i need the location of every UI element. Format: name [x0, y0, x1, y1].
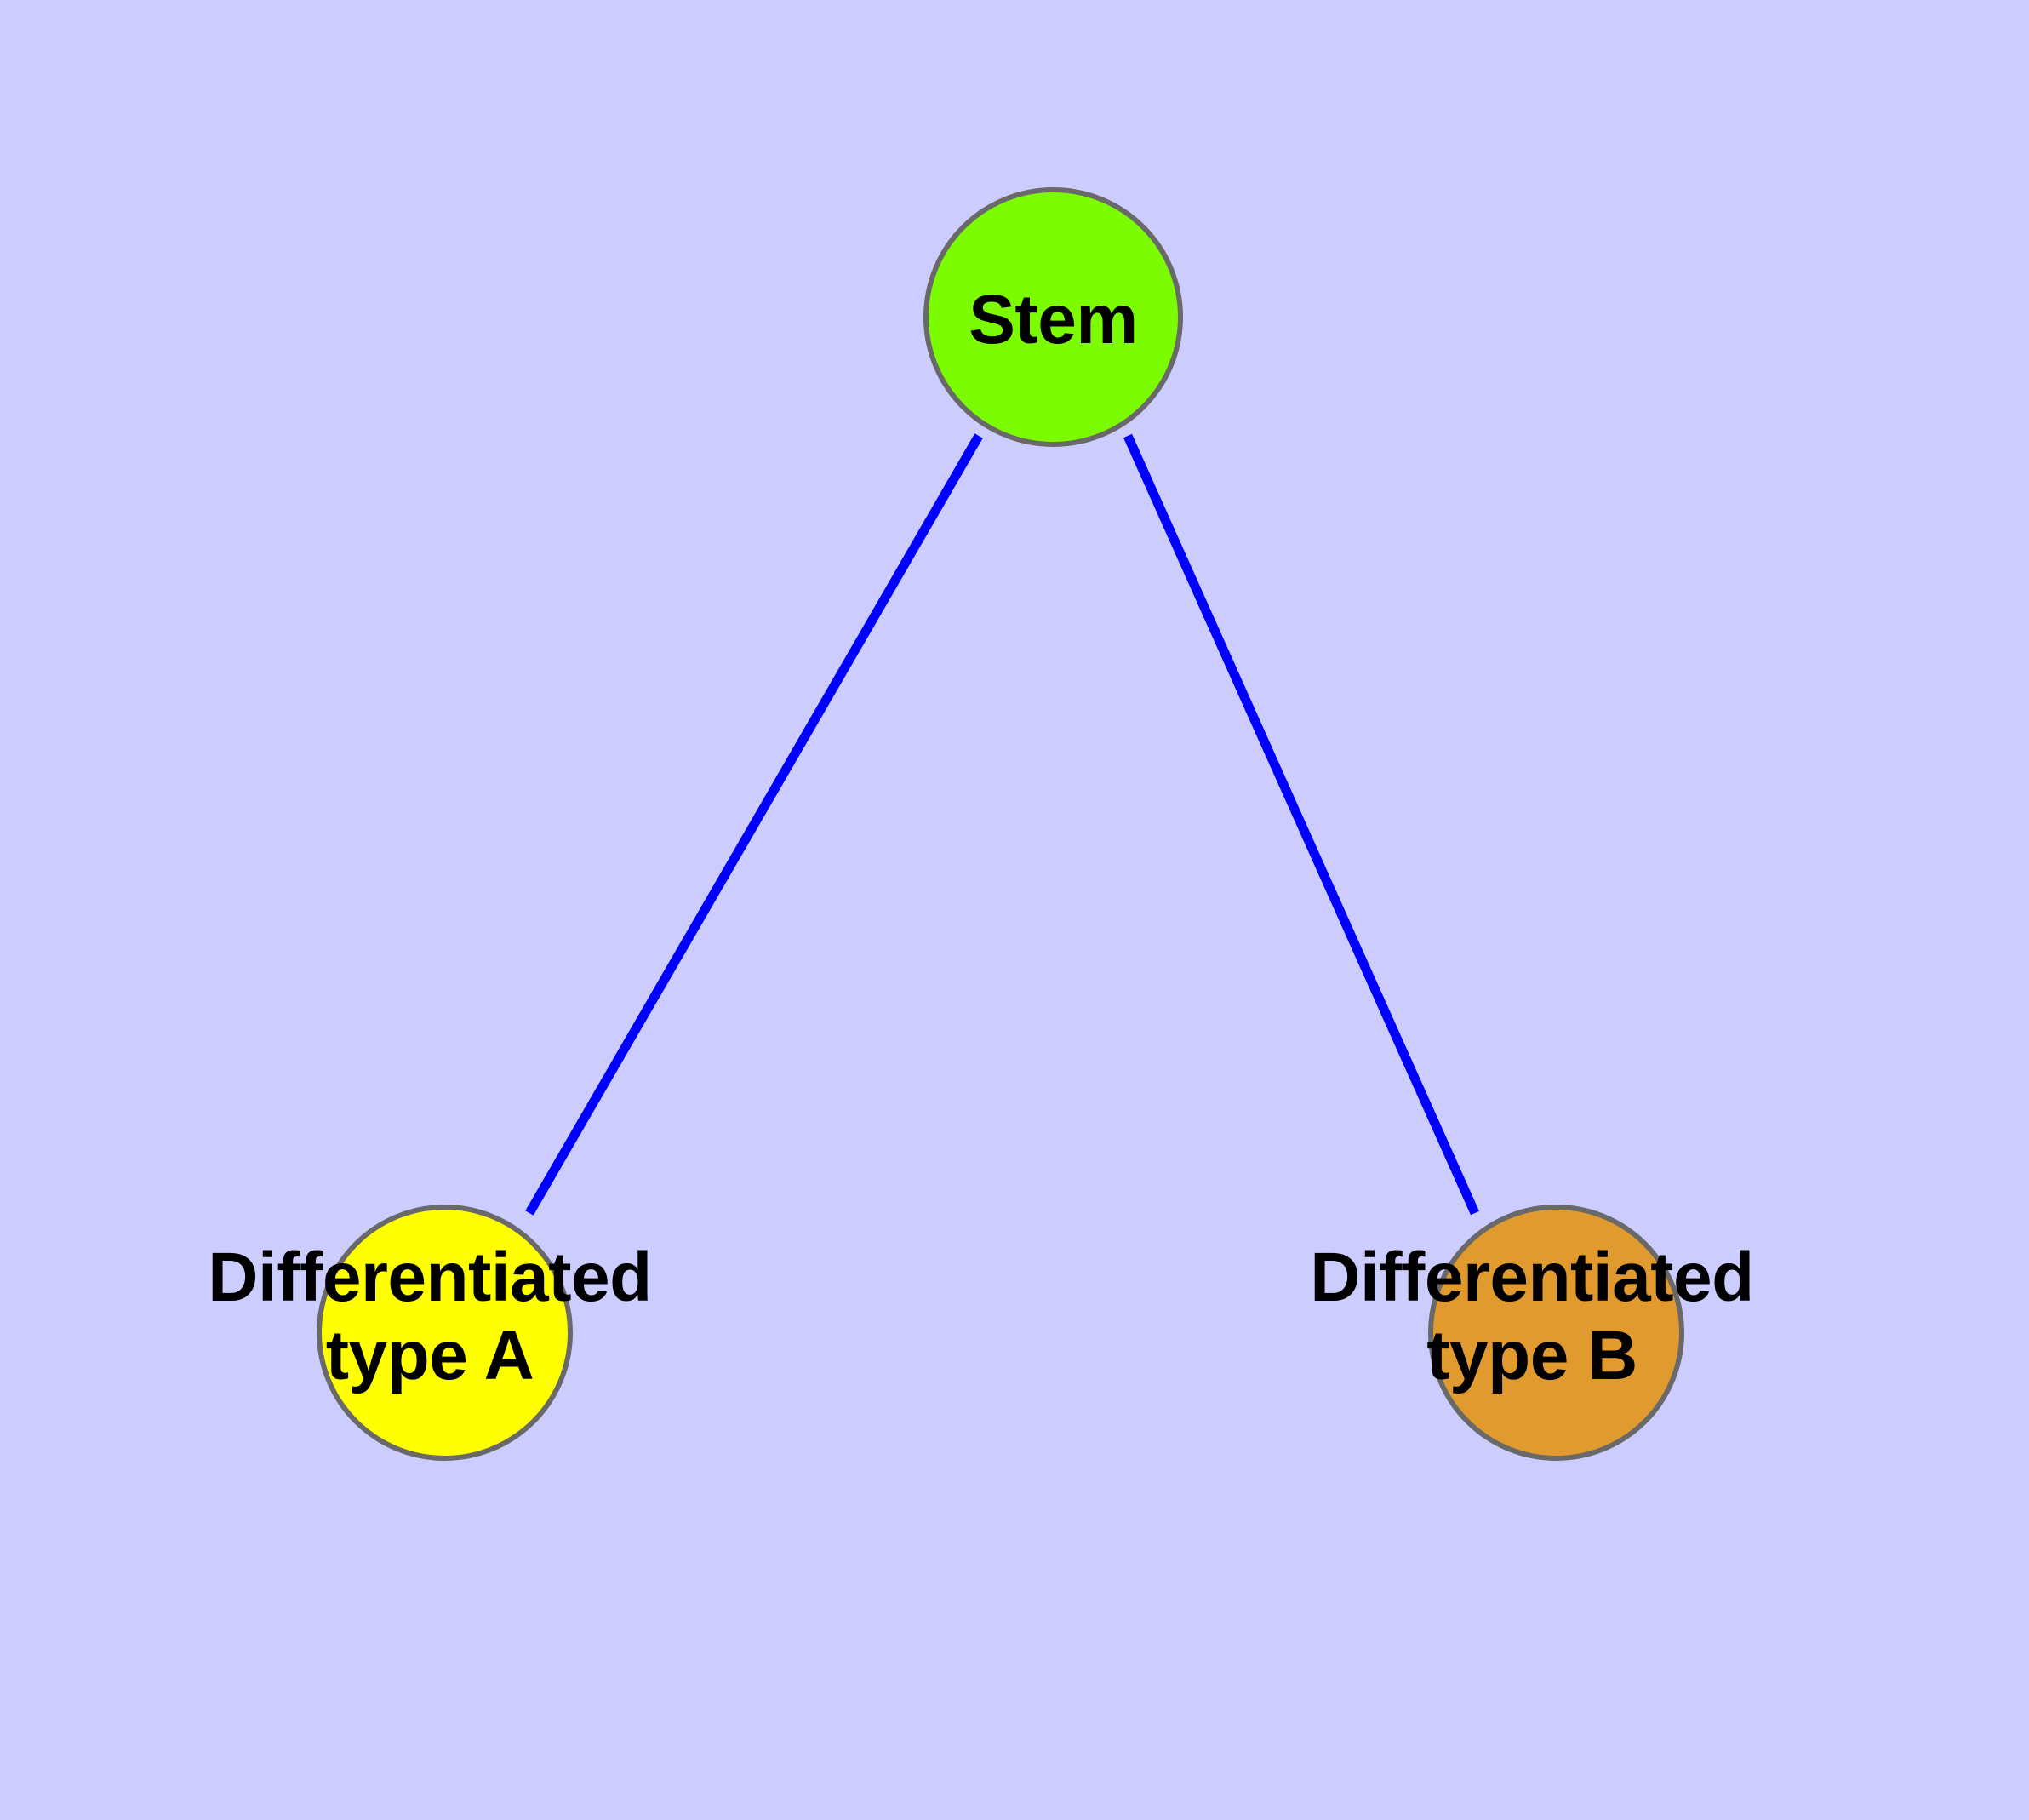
node-differentiated-type-b[interactable] [1428, 1205, 1684, 1461]
node-label-stem: Stem [969, 281, 1138, 358]
edge-stem-to-differentiated-type-b[interactable] [1123, 433, 1480, 1216]
node-differentiated-type-a[interactable] [317, 1205, 573, 1461]
node-stem[interactable] [923, 187, 1183, 447]
edge-stem-to-differentiated-type-a[interactable] [525, 433, 983, 1216]
node-label-differentiated-type-b: Differentiated type B [1310, 1239, 1754, 1394]
node-label-differentiated-type-a: Differentiated type A [208, 1239, 652, 1394]
